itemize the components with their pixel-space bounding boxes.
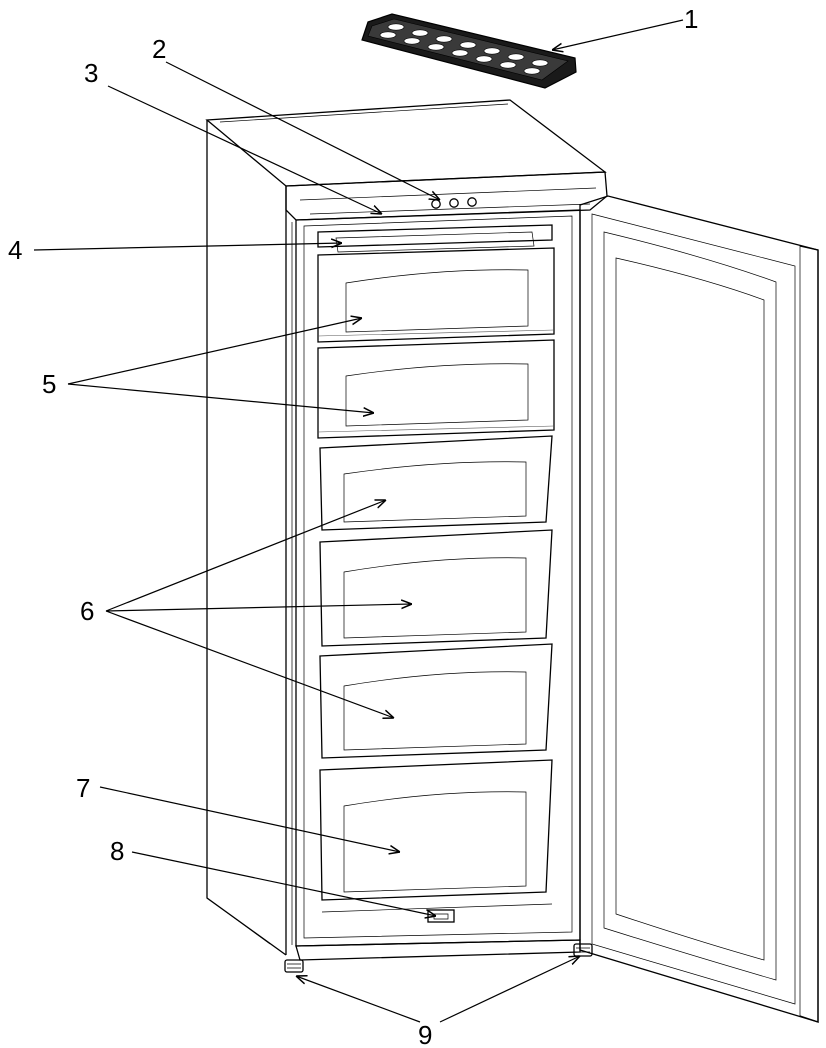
callout-6: 6 [80, 596, 94, 626]
callout-4: 4 [8, 235, 22, 265]
callout-1: 1 [684, 4, 698, 34]
freezer-door [579, 195, 819, 1023]
callout-5: 5 [42, 369, 56, 399]
callout-2: 2 [152, 34, 166, 64]
leader-lines [33, 19, 684, 1023]
top-compartment-flap [317, 224, 553, 253]
callout-8: 8 [110, 836, 124, 866]
adjustable-feet [284, 943, 593, 973]
callout-labels: 1 2 3 4 5 6 7 8 9 [8, 4, 698, 1048]
drawers [317, 247, 555, 901]
freezer-cabinet [205, 99, 608, 973]
drawer-1 [317, 247, 555, 343]
drawer-4 [319, 529, 553, 647]
callout-9: 9 [418, 1020, 432, 1048]
drawer-3 [319, 435, 553, 531]
callout-7: 7 [76, 773, 90, 803]
defrost-drain [321, 903, 553, 923]
drawer-2 [317, 339, 555, 439]
callout-3: 3 [84, 58, 98, 88]
ice-cube-tray [361, 13, 577, 89]
drawer-5 [319, 643, 553, 759]
drawer-6 [319, 759, 553, 901]
